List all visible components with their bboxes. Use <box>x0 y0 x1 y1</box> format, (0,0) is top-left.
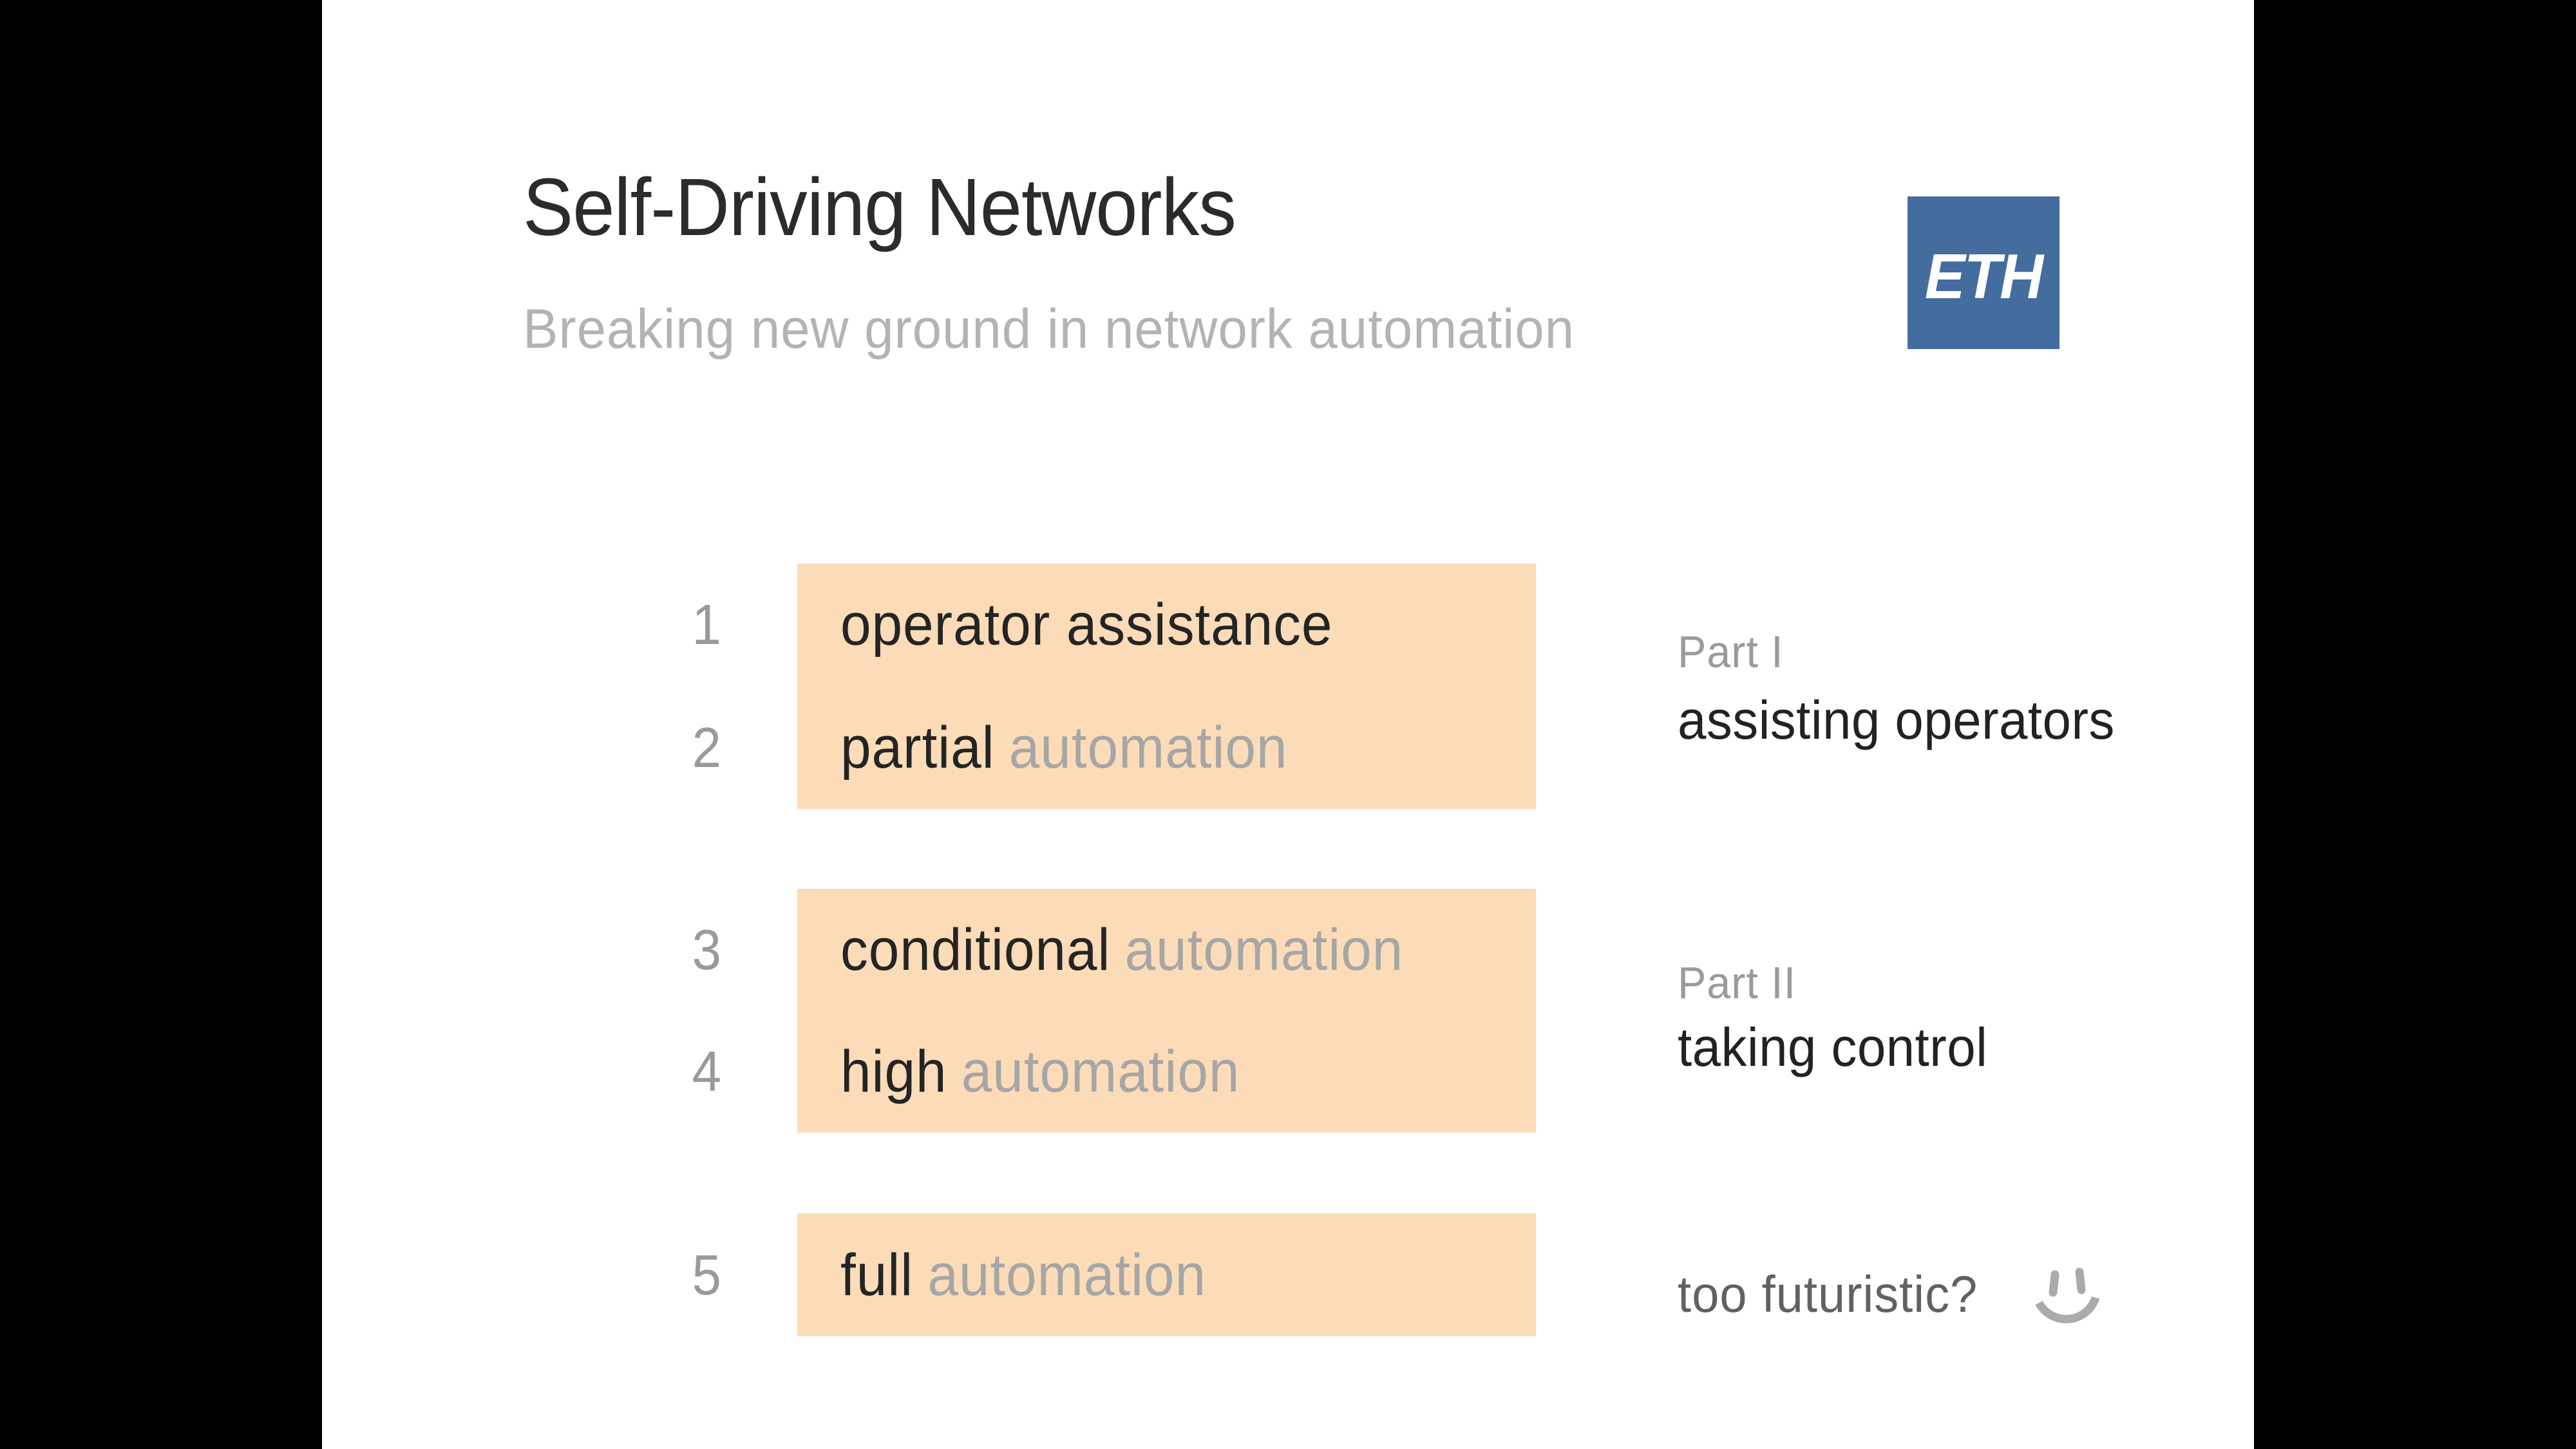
level-label-dark: full <box>840 1242 914 1308</box>
part-2-kicker: Part II <box>1678 958 1797 1008</box>
level-label-dark: high <box>840 1039 947 1105</box>
level-numbers: 1 2 <box>638 564 721 809</box>
eth-logo-text: ETH <box>1924 241 2043 312</box>
page-subtitle: Breaking new ground in network automatio… <box>523 298 1575 360</box>
level-label-dark: partial <box>840 714 995 781</box>
level-label-gray: automation <box>961 1039 1240 1105</box>
level-label-gray: automation <box>1124 916 1404 983</box>
level-numbers: 5 <box>638 1213 721 1336</box>
level-numbers: 3 4 <box>638 889 721 1133</box>
smiley-icon <box>2035 1267 2099 1323</box>
slide: Self-Driving Networks Breaking new groun… <box>322 0 2254 1449</box>
level-label-dark: conditional <box>840 916 1111 983</box>
level-number: 2 <box>692 715 721 779</box>
page-title: Self-Driving Networks <box>523 162 1236 252</box>
level-label-dark: operator assistance <box>840 592 1333 658</box>
eth-logo: ETH <box>1908 196 2060 349</box>
level-row: operator assistance <box>840 595 1487 654</box>
part-2-title: taking control <box>1678 1017 1988 1077</box>
part-1-kicker: Part I <box>1678 627 1784 677</box>
level-number: 1 <box>692 592 721 657</box>
part-1-title: assisting operators <box>1678 690 2115 750</box>
level-label-gray: automation <box>927 1242 1206 1308</box>
level-number: 4 <box>692 1039 721 1104</box>
too-futuristic-note: too futuristic? <box>1678 1265 1978 1323</box>
level-number: 5 <box>692 1242 721 1307</box>
level-number: 3 <box>692 917 721 981</box>
level-label-gray: automation <box>1009 714 1288 781</box>
